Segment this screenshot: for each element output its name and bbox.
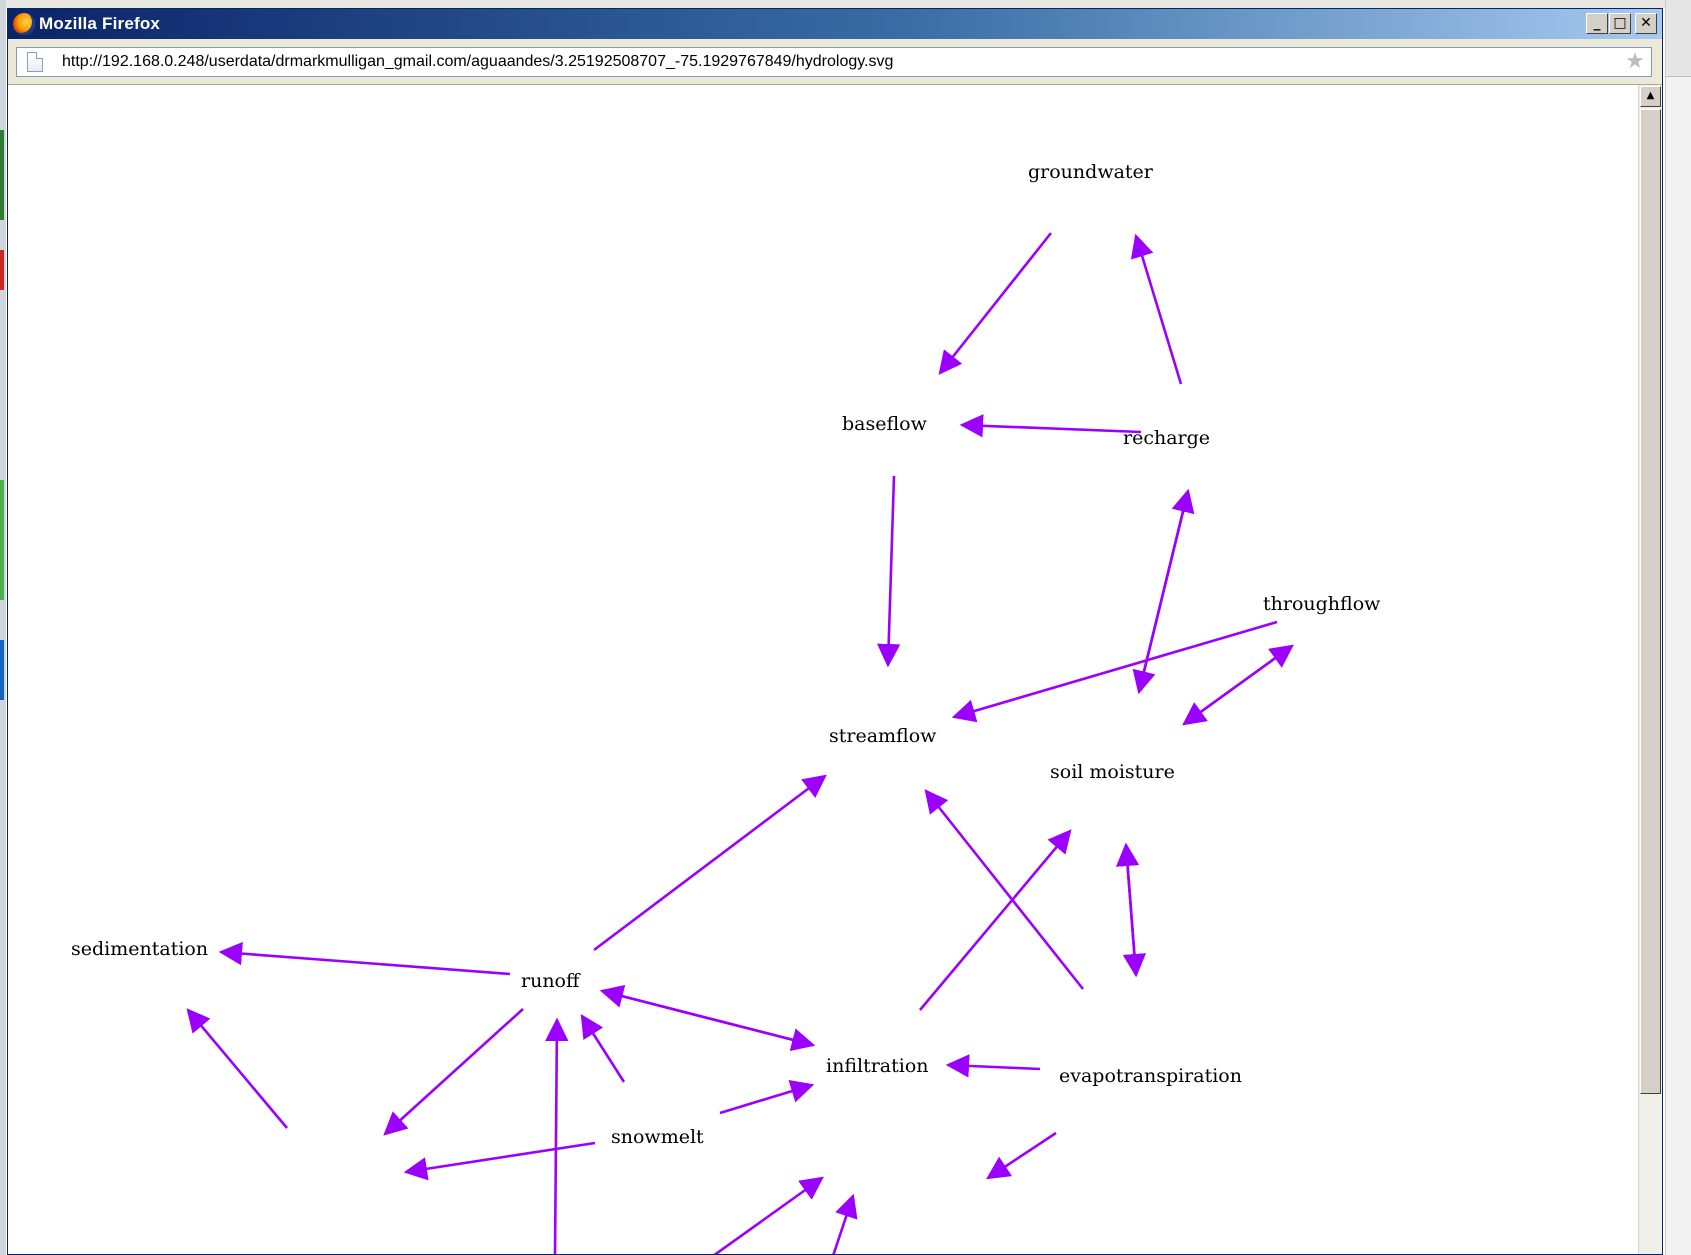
- node-soil-moisture: soil moisture: [1050, 761, 1175, 783]
- page-icon: [27, 52, 43, 72]
- scroll-thumb[interactable]: [1640, 109, 1661, 1094]
- node-throughflow: throughflow: [1263, 593, 1381, 615]
- vertical-scrollbar[interactable]: ▲: [1638, 85, 1662, 1254]
- hydrology-graph: groundwater baseflow recharge throughflo…: [71, 161, 1381, 1254]
- node-streamflow: streamflow: [829, 725, 937, 747]
- arrow-up-to-runoff: [545, 1017, 569, 1254]
- node-runoff: runoff: [521, 970, 581, 992]
- arrow-soil-moisture-to-throughflow: [1183, 644, 1294, 726]
- background-window-edge: [1665, 0, 1691, 1255]
- desktop-left-edge: [0, 0, 6, 1255]
- desktop-left-edge: [0, 480, 4, 600]
- arrow-recharge-to-baseflow: [959, 414, 1142, 438]
- arrow-evapotranspiration-to-infiltration: [945, 1054, 1041, 1078]
- maximize-button[interactable]: □: [1609, 13, 1631, 34]
- arrow-snowmelt-to-lower-left: [403, 1141, 596, 1181]
- desktop-background: [0, 0, 1691, 8]
- node-groundwater: groundwater: [1028, 161, 1154, 183]
- firefox-icon[interactable]: [13, 13, 35, 35]
- desktop-left-edge: [0, 640, 4, 700]
- bookmark-star-icon[interactable]: ★: [1625, 49, 1645, 74]
- node-baseflow: baseflow: [842, 413, 928, 435]
- arrow-snowmelt-to-runoff: [580, 1014, 626, 1083]
- arrow-groundwater-to-baseflow: [938, 232, 1053, 375]
- arrow-lower-right-segment: [986, 1131, 1057, 1180]
- arrow-runoff-down-left: [383, 1008, 524, 1136]
- title-bar[interactable]: Mozilla Firefox _ □ ✕: [8, 9, 1662, 39]
- graph-edges: [186, 232, 1294, 1254]
- arrow-evapotranspiration-to-streamflow: [924, 789, 1085, 990]
- arrow-infiltration-to-runoff: [599, 984, 814, 1047]
- browser-window: Mozilla Firefox _ □ ✕ http://192.168.0.2…: [7, 8, 1663, 1255]
- scroll-up-arrow-icon[interactable]: ▲: [1640, 86, 1661, 107]
- node-evapotranspiration: evapotranspiration: [1059, 1065, 1242, 1087]
- desktop-left-edge: [0, 130, 4, 220]
- arrow-snowmelt-to-infiltration: [719, 1079, 815, 1115]
- arrow-runoff-to-sedimentation: [218, 941, 511, 976]
- navigation-bar: http://192.168.0.248/userdata/drmarkmull…: [8, 39, 1662, 85]
- arrow-runoff-to-streamflow: [593, 774, 827, 952]
- arrow-lower-to-infiltration: [713, 1176, 824, 1254]
- arrow-recharge-to-groundwater: [1130, 233, 1183, 385]
- url-bar[interactable]: http://192.168.0.248/userdata/drmarkmull…: [16, 47, 1652, 77]
- node-sedimentation: sedimentation: [71, 938, 208, 960]
- arrow-lower-up-to-infiltration: [832, 1193, 858, 1254]
- arrow-recharge-to-soil-moisture: [1132, 490, 1190, 695]
- url-text[interactable]: http://192.168.0.248/userdata/drmarkmull…: [62, 53, 894, 70]
- arrow-infiltration-to-soil-moisture: [919, 829, 1072, 1011]
- window-title: Mozilla Firefox: [39, 14, 161, 33]
- node-recharge: recharge: [1123, 427, 1210, 449]
- desktop-left-edge: [0, 250, 4, 290]
- arrow-lower-left-to-sedimentation: [186, 1008, 288, 1129]
- node-infiltration: infiltration: [826, 1055, 929, 1077]
- arrow-throughflow-to-streamflow: [951, 620, 1278, 723]
- page-content: groundwater baseflow recharge throughflo…: [8, 85, 1638, 1254]
- arrow-baseflow-to-streamflow: [876, 475, 901, 668]
- arrow-evapotranspiration-to-soil-moisture: [1122, 844, 1147, 978]
- close-button[interactable]: ✕: [1635, 13, 1657, 34]
- minimize-button[interactable]: _: [1586, 13, 1608, 34]
- node-snowmelt: snowmelt: [611, 1126, 704, 1148]
